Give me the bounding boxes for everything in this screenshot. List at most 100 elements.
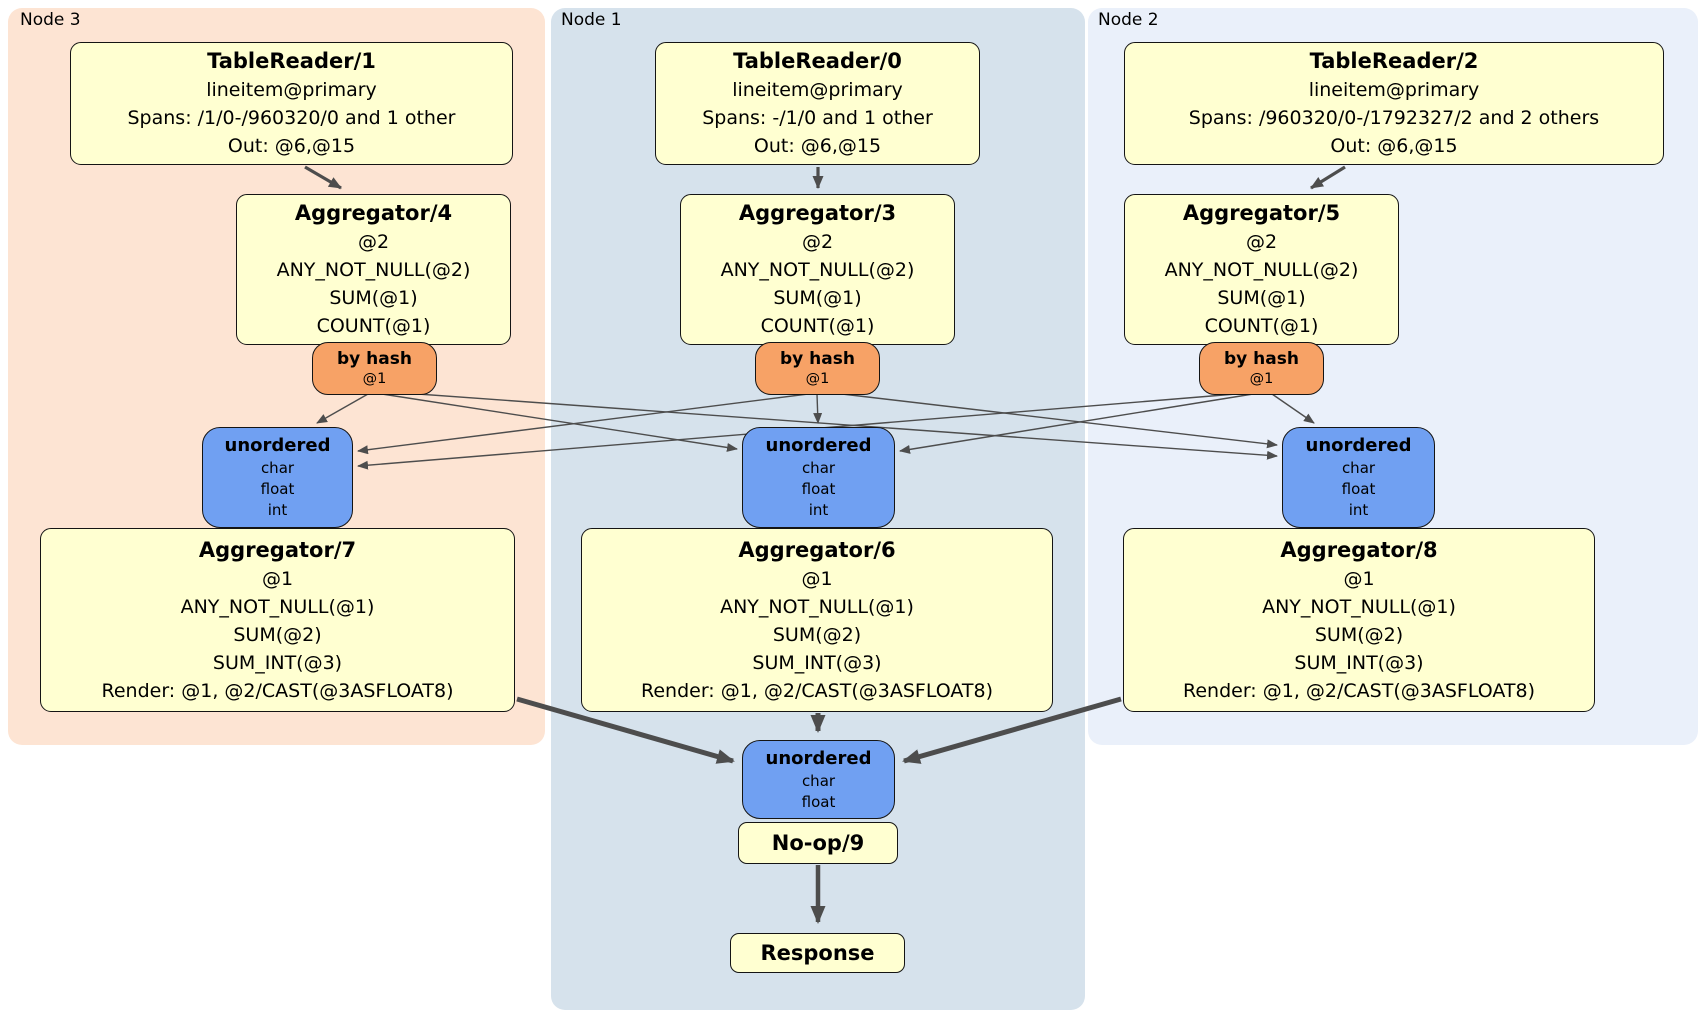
edge-tablereader1-aggregator4	[304, 165, 342, 190]
processor-title: Aggregator/8	[1280, 537, 1438, 562]
processor-agg-line: SUM(@1)	[329, 287, 418, 309]
processor-group-line: @1	[1343, 567, 1375, 590]
edge-aggregator8-unordered-final	[902, 696, 1122, 764]
edge-byhash2-unordered2	[1271, 393, 1315, 424]
processor-out-line: Out: @6,@15	[753, 135, 882, 157]
processor-render-line: Render: @1, @2/CAST(@3ASFLOAT8)	[101, 679, 454, 702]
edge-byhash1-unordered2	[824, 391, 1278, 449]
processor-group-line: @1	[261, 567, 294, 590]
processor-spans-line: Spans: /960320/0-/1792327/2 and 2 others	[1188, 107, 1600, 129]
processor-aggregator-7: Aggregator/7 @1 ANY_NOT_NULL(@1) SUM(@2)…	[40, 528, 515, 712]
sync-type: float	[260, 480, 295, 498]
processor-title: Aggregator/5	[1182, 201, 1341, 225]
sync-unordered-node2: unordered char float int	[1282, 427, 1435, 528]
processor-agg-line: SUM_INT(@3)	[1294, 651, 1424, 674]
processor-aggregator-3: Aggregator/3 @2 ANY_NOT_NULL(@2) SUM(@1)…	[680, 194, 955, 345]
processor-title: Response	[760, 941, 875, 965]
edge-byhash1-unordered3	[357, 393, 809, 455]
processor-tablereader-2: TableReader/2 lineitem@primary Spans: /9…	[1124, 42, 1664, 165]
processor-group-line: @2	[357, 231, 390, 253]
processor-title: TableReader/0	[733, 49, 902, 73]
processor-agg-line: ANY_NOT_NULL(@2)	[276, 259, 471, 281]
processor-title: No-op/9	[771, 831, 865, 855]
sync-title: unordered	[224, 435, 331, 456]
processor-aggregator-6: Aggregator/6 @1 ANY_NOT_NULL(@1) SUM(@2)…	[581, 528, 1053, 712]
processor-agg-line: SUM_INT(@3)	[752, 651, 882, 674]
sync-type: char	[801, 459, 836, 477]
processor-title: TableReader/2	[1309, 49, 1479, 73]
processor-group-line: @1	[801, 567, 833, 590]
sync-type: char	[801, 771, 836, 790]
processor-agg-line: ANY_NOT_NULL(@2)	[1164, 259, 1359, 281]
processor-group-line: @2	[1245, 231, 1278, 253]
processor-aggregator-5: Aggregator/5 @2 ANY_NOT_NULL(@2) SUM(@1)…	[1124, 194, 1399, 345]
router-by-hash-node1: by hash @1	[755, 342, 880, 395]
processor-agg-line: SUM_INT(@3)	[212, 651, 343, 674]
edge-byhash2-unordered1	[899, 393, 1254, 454]
processor-index-line: lineitem@primary	[206, 79, 377, 101]
processor-agg-line: ANY_NOT_NULL(@1)	[720, 595, 914, 618]
sync-type: float	[801, 480, 836, 498]
processor-agg-line: SUM(@1)	[1217, 287, 1306, 309]
processor-tablereader-1: TableReader/1 lineitem@primary Spans: /1…	[70, 42, 513, 165]
processor-group-line: @2	[801, 231, 834, 253]
router-title: by hash	[337, 349, 412, 369]
router-by-hash-node3: by hash @1	[312, 342, 437, 395]
sync-type: char	[260, 459, 295, 477]
processor-response: Response	[730, 933, 905, 973]
processor-render-line: Render: @1, @2/CAST(@3ASFLOAT8)	[641, 679, 993, 702]
edge-byhash3-unordered3	[316, 393, 369, 424]
processor-noop-9: No-op/9	[738, 822, 898, 864]
panel-label-node1: Node 1	[561, 10, 622, 30]
processor-agg-line: ANY_NOT_NULL(@2)	[720, 259, 915, 281]
sync-type: char	[1341, 459, 1376, 477]
router-key: @1	[362, 371, 387, 387]
processor-agg-line: COUNT(@1)	[760, 315, 875, 337]
sync-type: int	[267, 501, 288, 519]
router-title: by hash	[1224, 349, 1299, 369]
panel-label-node3: Node 3	[20, 10, 81, 30]
processor-agg-line: SUM(@2)	[772, 623, 862, 646]
processor-out-line: Out: @6,@15	[1330, 135, 1458, 157]
processor-index-line: lineitem@primary	[732, 79, 903, 101]
sync-unordered-node3: unordered char float int	[202, 427, 353, 528]
router-by-hash-node2: by hash @1	[1199, 342, 1324, 395]
router-key: @1	[1249, 371, 1274, 387]
processor-spans-line: Spans: /1/0-/960320/0 and 1 other	[127, 107, 456, 129]
processor-aggregator-4: Aggregator/4 @2 ANY_NOT_NULL(@2) SUM(@1)…	[236, 194, 511, 345]
processor-agg-line: SUM(@2)	[1314, 623, 1404, 646]
sync-type: float	[801, 792, 836, 811]
processor-render-line: Render: @1, @2/CAST(@3ASFLOAT8)	[1183, 679, 1535, 702]
sync-title: unordered	[1305, 435, 1412, 456]
processor-agg-line: COUNT(@1)	[1204, 315, 1319, 337]
sync-type: int	[808, 501, 829, 519]
processor-agg-line: ANY_NOT_NULL(@1)	[1262, 595, 1456, 618]
processor-title: Aggregator/4	[294, 201, 453, 225]
processor-title: Aggregator/3	[738, 201, 897, 225]
edge-byhash1-unordered1	[813, 393, 823, 424]
processor-agg-line: SUM(@1)	[773, 287, 862, 309]
processor-agg-line: ANY_NOT_NULL(@1)	[180, 595, 375, 618]
sync-title: unordered	[765, 747, 872, 769]
processor-agg-line: SUM(@2)	[233, 623, 322, 646]
sync-type: float	[1341, 480, 1376, 498]
processor-agg-line: COUNT(@1)	[316, 315, 431, 337]
processor-spans-line: Spans: -/1/0 and 1 other	[702, 107, 933, 129]
panel-label-node2: Node 2	[1098, 10, 1159, 30]
processor-tablereader-0: TableReader/0 lineitem@primary Spans: -/…	[655, 42, 980, 165]
processor-title: TableReader/1	[207, 49, 376, 73]
edge-tablereader2-aggregator5	[1310, 165, 1346, 190]
sync-unordered-node1: unordered char float int	[742, 427, 895, 528]
edge-aggregator7-unordered-final	[516, 696, 735, 764]
processor-title: Aggregator/7	[198, 537, 357, 562]
sync-unordered-final: unordered char float	[742, 740, 895, 819]
sync-title: unordered	[765, 435, 872, 456]
router-key: @1	[805, 371, 830, 387]
processor-aggregator-8: Aggregator/8 @1 ANY_NOT_NULL(@1) SUM(@2)…	[1123, 528, 1595, 712]
processor-index-line: lineitem@primary	[1308, 79, 1480, 101]
router-title: by hash	[780, 349, 855, 369]
edge-byhash3-unordered2	[389, 391, 1278, 460]
processor-title: Aggregator/6	[738, 537, 896, 562]
